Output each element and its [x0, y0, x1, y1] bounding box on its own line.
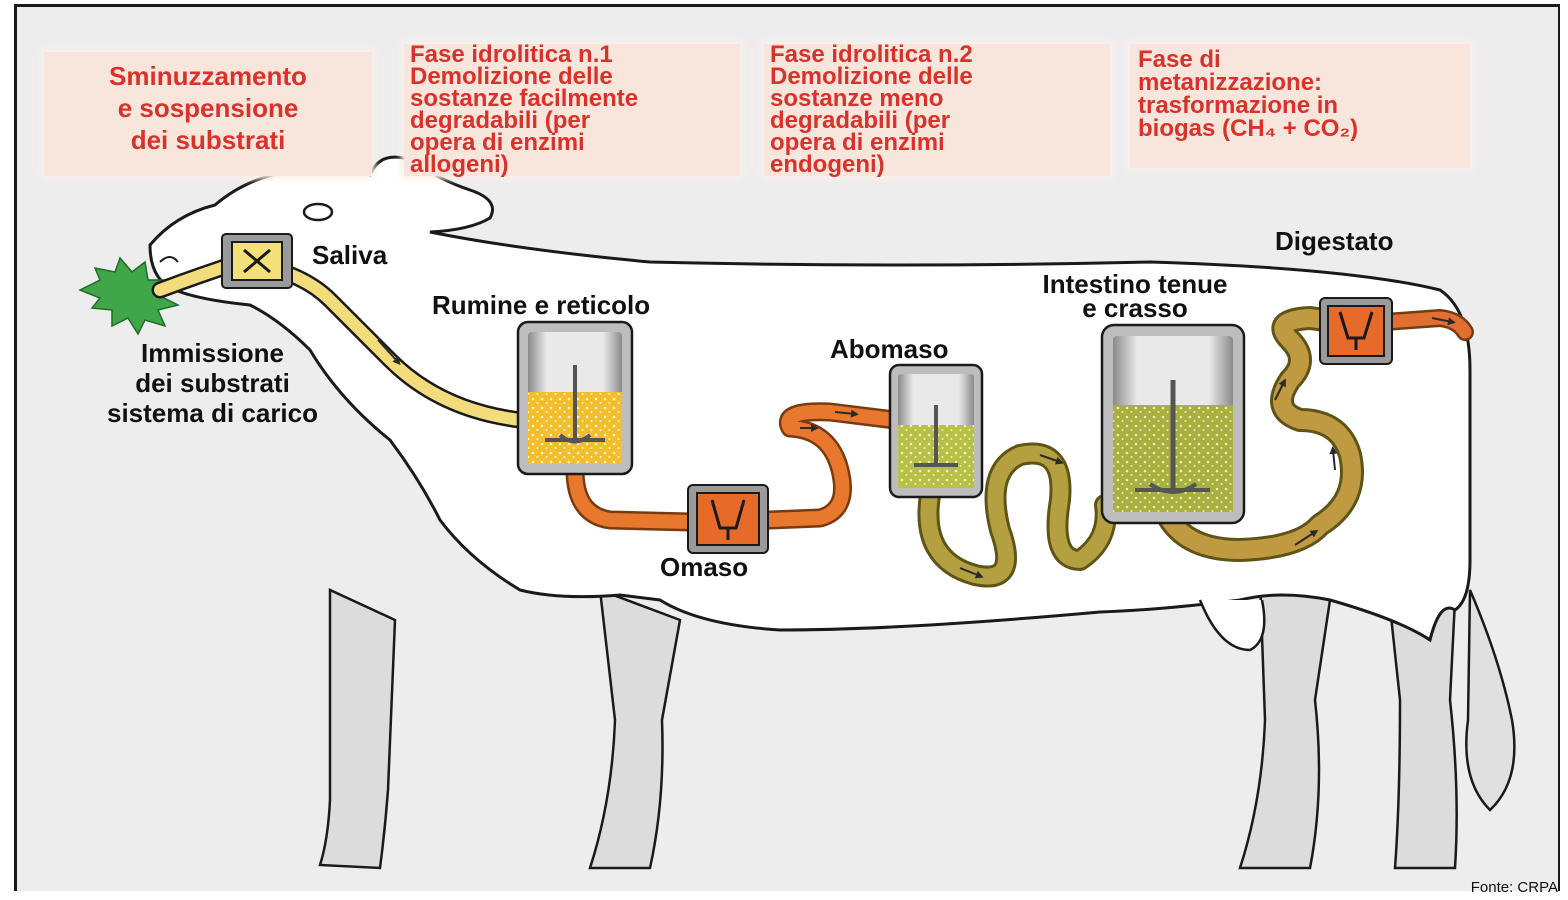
phase-line: metanizzazione:	[1138, 71, 1358, 94]
phase-text-hydrolysis-2: Fase idrolitica n.2 Demolizione delle so…	[770, 44, 973, 176]
front-right-leg	[590, 590, 680, 868]
phase-line: Sminuzzamento	[52, 60, 364, 92]
label-line: e crasso	[985, 296, 1285, 320]
pump-icon	[1320, 298, 1392, 364]
phase-line: Fase di	[1138, 48, 1358, 71]
cow-udder	[1200, 600, 1264, 650]
phase-line: allogeni)	[410, 154, 638, 176]
phase-box-shredding: Sminuzzamento e sospensione dei substrat…	[44, 52, 372, 176]
phase-text-methanization: Fase di metanizzazione: trasformazione i…	[1138, 48, 1358, 140]
phase-line: trasformazione in	[1138, 94, 1358, 117]
label-line: Immissione	[40, 338, 385, 368]
mixer-tank-icon	[518, 322, 632, 474]
pump-icon	[688, 485, 768, 553]
phase-box-hydrolysis-1: Fase idrolitica n.1 Demolizione delle so…	[404, 44, 740, 176]
label-omasum: Omaso	[660, 552, 748, 583]
label-intestine: Intestino tenue e crasso	[985, 272, 1285, 320]
cow-eye	[304, 204, 332, 220]
phase-line: e sospensione	[52, 92, 364, 124]
phase-line: endogeni)	[770, 154, 973, 176]
phase-line: biogas (CH₄ + CO₂)	[1138, 117, 1358, 140]
mixer-tank-icon	[890, 365, 982, 497]
label-saliva: Saliva	[312, 240, 387, 271]
label-digestate: Digestato	[1275, 226, 1393, 257]
phase-text-shredding: Sminuzzamento e sospensione dei substrat…	[52, 60, 364, 156]
phase-line: dei substrati	[52, 124, 364, 156]
tail	[1466, 590, 1514, 810]
label-abomasum: Abomaso	[830, 334, 948, 365]
label-rumen: Rumine e reticolo	[432, 290, 650, 321]
label-line: dei substrati	[40, 368, 385, 398]
chopper-icon	[222, 234, 292, 288]
front-left-leg	[320, 590, 395, 868]
source-credit: Fonte: CRPA	[1471, 879, 1558, 896]
phase-text-hydrolysis-1: Fase idrolitica n.1 Demolizione delle so…	[410, 44, 638, 176]
mixer-tank-icon	[1102, 325, 1244, 523]
phase-box-hydrolysis-2: Fase idrolitica n.2 Demolizione delle so…	[764, 44, 1110, 176]
label-line: sistema di carico	[40, 398, 385, 428]
phase-box-methanization: Fase di metanizzazione: trasformazione i…	[1130, 44, 1470, 168]
label-intake: Immissione dei substrati sistema di cari…	[40, 338, 385, 428]
